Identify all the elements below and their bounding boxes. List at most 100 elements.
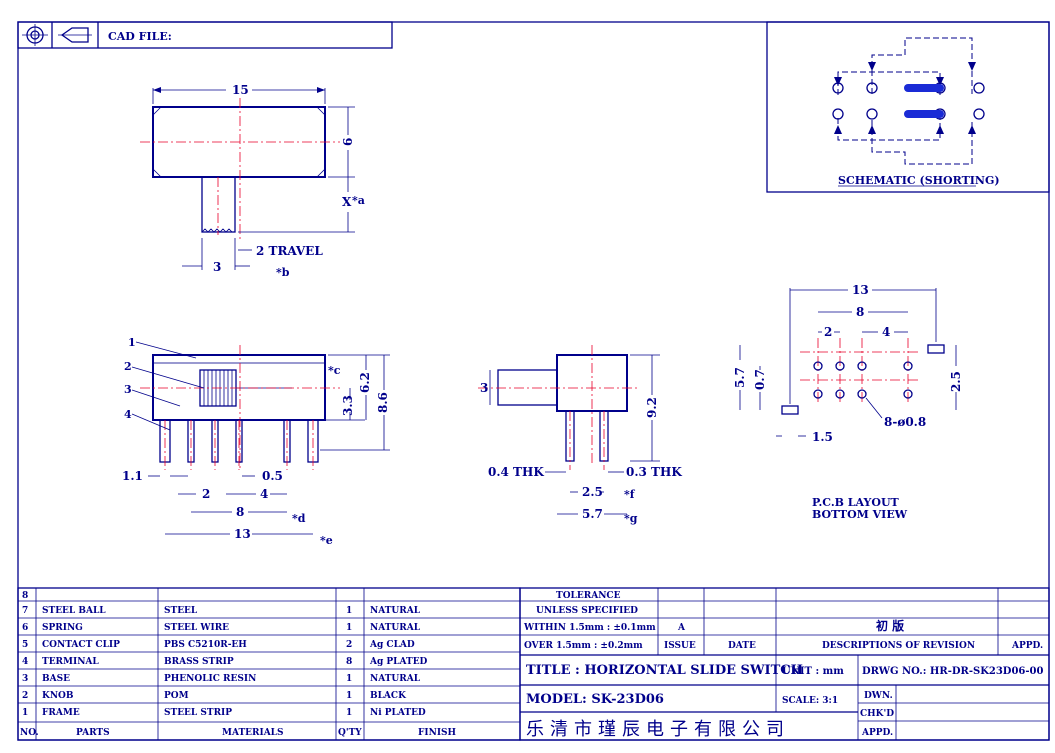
svg-text:Ni PLATED: Ni PLATED	[370, 708, 426, 718]
front-dim-13: 13	[234, 527, 251, 541]
bom-row: 2 KNOB POM 1 BLACK	[18, 685, 520, 701]
svg-text:1: 1	[346, 606, 352, 616]
pcb-caption-line1: P.C.B LAYOUT	[812, 496, 900, 509]
side-dim-2-5: 2.5	[582, 485, 603, 499]
svg-text:5: 5	[22, 640, 28, 650]
svg-text:FRAME: FRAME	[42, 708, 80, 718]
date-label: DATE	[728, 641, 756, 651]
top-view: 15 6 X *a 3 2 TRAVEL *b	[140, 83, 365, 279]
bom-row: 6 SPRING STEEL WIRE 1 NATURAL	[18, 617, 520, 633]
svg-text:SPRING: SPRING	[42, 623, 83, 633]
bom-row: 8	[22, 591, 28, 601]
pcb-dim-0-7: 0.7	[753, 369, 767, 390]
svg-text:STEEL STRIP: STEEL STRIP	[164, 708, 232, 718]
front-dim-3-3: 3.3	[341, 395, 355, 416]
pcb-dim-5-7: 5.7	[733, 367, 747, 388]
callout-3: 3	[124, 383, 132, 396]
front-dim-1-1: 1.1	[122, 469, 143, 483]
side-thk-right: 0.3 THK	[626, 465, 682, 479]
svg-text:Ag CLAD: Ag CLAD	[369, 640, 415, 650]
svg-text:2: 2	[346, 640, 352, 650]
drawing-number: DRWG NO.: HR-DR-SK23D06-00	[862, 666, 1044, 677]
front-dim-8: 8	[236, 505, 244, 519]
side-view: 3 9.2 0.4 THK 0.3 THK 2.5 *f 5.7 *g	[478, 345, 682, 525]
front-dim-4: 4	[260, 487, 268, 501]
tolerance-within: WITHIN 1.5mm : ±0.1mm	[523, 623, 656, 633]
svg-text:MATERIALS: MATERIALS	[222, 728, 284, 738]
svg-text:7: 7	[22, 606, 28, 616]
svg-text:4: 4	[22, 657, 28, 667]
front-dim-6-2: 6.2	[358, 372, 372, 393]
pcb-dim-1-5: 1.5	[812, 430, 833, 444]
header-block: CAD FILE:	[17, 21, 393, 49]
front-dim-8-6: 8.6	[376, 392, 390, 413]
svg-text:POM: POM	[164, 691, 189, 701]
top-width-dim: 15	[232, 83, 249, 97]
svg-text:BLACK: BLACK	[370, 691, 407, 701]
svg-text:Ag PLATED: Ag PLATED	[369, 657, 428, 667]
issue-label: ISSUE	[664, 641, 696, 651]
svg-text:2: 2	[22, 691, 28, 701]
top-height-dim: 6	[341, 138, 355, 146]
svg-text:NATURAL: NATURAL	[370, 623, 421, 633]
svg-text:KNOB: KNOB	[42, 691, 74, 701]
svg-text:PHENOLIC RESIN: PHENOLIC RESIN	[164, 674, 256, 684]
bom-row: 5 CONTACT CLIP PBS C5210R-EH 2 Ag CLAD	[18, 634, 520, 650]
dwn-label: DWN.	[864, 691, 893, 701]
drawing-title: TITLE : HORIZONTAL SLIDE SWITCH	[526, 663, 803, 678]
bom-row: 4 TERMINAL BRASS STRIP 8 Ag PLATED	[18, 651, 520, 667]
svg-text:STEEL WIRE: STEEL WIRE	[164, 623, 229, 633]
schematic-panel: SCHEMATIC (SHORTING)	[766, 21, 1050, 193]
front-dim-d: *d	[292, 512, 306, 525]
pcb-dim-8: 8	[856, 305, 864, 319]
schematic-caption: SCHEMATIC (SHORTING)	[838, 174, 1000, 187]
bom-header-row: NO. PARTS MATERIALS Q'TY FINISH	[18, 721, 520, 738]
title-block: TOLERANCE UNLESS SPECIFIED WITHIN 1.5mm …	[519, 587, 1050, 741]
tolerance-subtitle: UNLESS SPECIFIED	[536, 606, 638, 616]
issue-value: A	[677, 623, 686, 633]
top-travel-dim: 2 TRAVEL	[256, 244, 323, 258]
top-knob-note: *b	[276, 266, 290, 279]
revision-value: 初 版	[876, 618, 904, 633]
svg-text:8: 8	[346, 657, 352, 667]
top-x-dim: X	[342, 195, 352, 209]
cad-file-label: CAD FILE:	[108, 30, 172, 43]
svg-text:STEEL: STEEL	[164, 606, 198, 616]
pcb-layout: 13 8 2 4 5.7 0.7 2.5 1.5 8-ø0.8 P.C.B LA…	[733, 283, 963, 521]
front-dim-2: 2	[202, 487, 210, 501]
svg-text:CONTACT CLIP: CONTACT CLIP	[42, 640, 120, 650]
tolerance-over: OVER 1.5mm : ±0.2mm	[524, 641, 643, 651]
side-dim-g: *g	[624, 512, 638, 525]
svg-text:1: 1	[346, 691, 352, 701]
svg-text:1: 1	[346, 674, 352, 684]
svg-text:PARTS: PARTS	[76, 728, 110, 738]
company-name: 乐清市瑾辰电子有限公司	[526, 719, 790, 740]
pcb-dim-2-5: 2.5	[949, 371, 963, 392]
svg-text:Q'TY: Q'TY	[338, 728, 362, 738]
front-dim-c: *c	[328, 364, 341, 377]
projection-symbol-icon	[22, 24, 92, 46]
svg-text:FINISH: FINISH	[418, 728, 457, 738]
callout-2: 2	[124, 360, 132, 373]
svg-text:STEEL BALL: STEEL BALL	[42, 606, 106, 616]
appd-label: APPD.	[1011, 641, 1043, 651]
scale-field: SCALE: 3:1	[782, 696, 838, 706]
side-thk-left: 0.4 THK	[488, 465, 544, 479]
svg-text:6: 6	[22, 623, 28, 633]
svg-text:BASE: BASE	[42, 674, 70, 684]
svg-text:8: 8	[22, 591, 28, 601]
pcb-dim-2: 2	[824, 325, 832, 339]
pcb-dim-4: 4	[882, 325, 890, 339]
approved-label: APPD.	[861, 728, 893, 738]
bom-table: 8 7 STEEL BALL STEEL 1 NATURAL 6 SPRING …	[17, 587, 521, 741]
svg-text:NATURAL: NATURAL	[370, 674, 421, 684]
svg-text:TERMINAL: TERMINAL	[42, 657, 99, 667]
callout-4: 4	[124, 408, 132, 421]
front-dim-e: *e	[320, 534, 333, 547]
pcb-caption-line2: BOTTOM VIEW	[812, 508, 908, 521]
chkd-label: CHK'D	[860, 709, 894, 719]
revision-label: DESCRIPTIONS OF REVISION	[822, 641, 975, 651]
callout-1: 1	[128, 336, 136, 349]
unit-field: UNIT : mm	[782, 666, 844, 677]
